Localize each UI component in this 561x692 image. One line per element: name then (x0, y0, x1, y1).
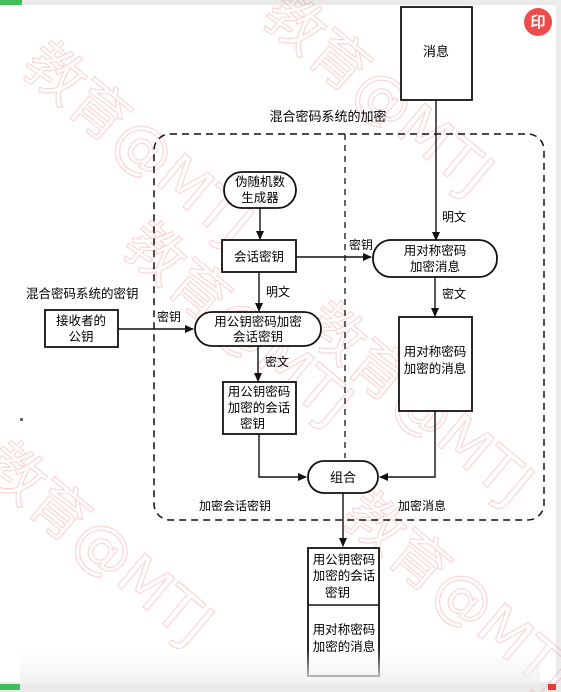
ciphertext-label-left: 密文 (265, 354, 289, 369)
output-top-line3: 密钥 (325, 585, 350, 600)
plaintext-label: 明文 (442, 209, 466, 224)
message-label: 消息 (423, 44, 449, 60)
sym-encrypt-line2: 加密消息 (410, 259, 460, 274)
receiver-key-line2: 公钥 (68, 329, 93, 344)
bottom-edge (0, 682, 561, 692)
output-top-line2: 加密的会话 (313, 568, 376, 583)
system-boundary (153, 133, 545, 521)
corner-marker (548, 684, 556, 690)
flow-arrow (379, 411, 436, 481)
app-logo-icon[interactable]: 印 (524, 8, 552, 36)
prng-label-line1: 伪随机数 (235, 174, 286, 189)
message-box (400, 6, 473, 101)
top-edge (0, 0, 561, 5)
scroll-marker (20, 418, 23, 421)
flow-arrow (258, 434, 307, 481)
pub-encrypt-line2: 会话密钥 (233, 329, 283, 344)
output-top-line1: 用公钥密码 (313, 552, 376, 567)
combine-label: 组合 (330, 471, 356, 486)
receiver-key-caption: 混合密码系统的密钥 (26, 286, 139, 301)
enc-session-line3: 密钥 (240, 416, 265, 431)
session-key-box (221, 239, 297, 273)
svg-text:教育@MTJ: 教育@MTJ (11, 29, 267, 259)
prng-label-line2: 生成器 (241, 190, 279, 205)
session-key-label: 会话密钥 (234, 249, 284, 264)
encrypted-message-caption: 加密消息 (398, 498, 446, 513)
svg-text:教育@MTJ: 教育@MTJ (0, 429, 227, 659)
plaintext-label-left: 明文 (266, 284, 290, 299)
bottom-fade (20, 650, 540, 684)
ciphertext-label-right: 密文 (442, 286, 466, 301)
key-label-left: 密钥 (157, 309, 181, 324)
encrypted-message-box (398, 316, 473, 412)
key-label-right: 密钥 (349, 237, 373, 252)
output-bottom-line1: 用对称密码 (313, 622, 376, 637)
receiver-key-line1: 接收者的 (56, 313, 106, 328)
corner-marker (0, 0, 22, 5)
pub-encrypt-line1: 用公钥密码加密 (214, 314, 302, 329)
right-edge (556, 0, 561, 692)
sym-encrypt-line1: 用对称密码 (404, 243, 467, 258)
receiver-public-key-box (44, 309, 119, 348)
enc-message-line1: 用对称密码 (404, 344, 467, 359)
diagram-title: 混合密码系统的加密 (269, 109, 386, 125)
encrypted-session-key-caption: 加密会话密钥 (199, 498, 271, 513)
enc-session-line2: 加密的会话 (228, 400, 291, 415)
enc-message-line2: 加密的消息 (404, 361, 467, 376)
corner-marker (0, 684, 20, 690)
enc-session-line1: 用公钥密码 (228, 384, 291, 399)
